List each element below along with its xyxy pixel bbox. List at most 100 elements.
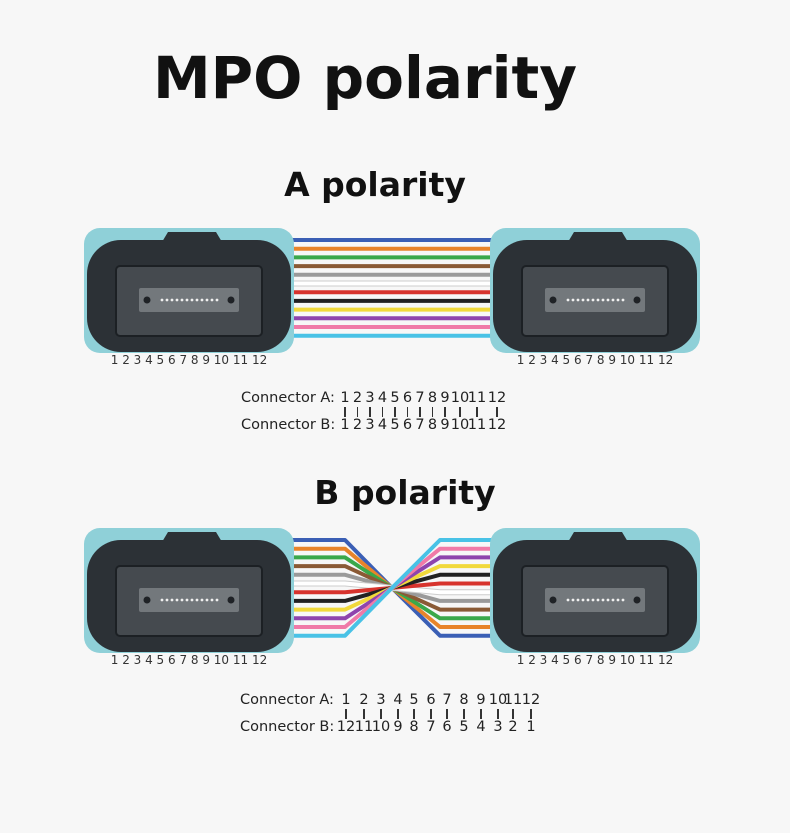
fiber-hole — [616, 598, 620, 602]
fiber-hole — [571, 598, 575, 602]
connector-a-label: Connector A: — [240, 692, 334, 708]
fiber-hole — [581, 598, 585, 602]
connector-b-pin: 4 — [476, 719, 486, 735]
fiber-hole — [606, 598, 610, 602]
pin-link-tick — [431, 407, 433, 417]
connector-b-pin: 12 — [487, 417, 507, 433]
a-polarity-cable-diagram: 1 2 3 4 5 6 7 8 9 10 11 12 1 2 3 4 5 6 7 … — [84, 228, 700, 367]
main-title: MPO polarity — [152, 44, 578, 112]
fiber-hole — [611, 598, 615, 602]
fiber-hole — [160, 598, 164, 602]
connector-b-pin: 11 — [467, 417, 487, 433]
pin-link-tick — [394, 407, 396, 417]
pin-link-tick — [463, 709, 465, 719]
fiber-hole — [180, 598, 184, 602]
connector-b-pin: 7 — [426, 719, 436, 735]
connector-b-pin: 10 — [371, 719, 391, 735]
pin-link-tick — [444, 407, 446, 417]
fiber-hole — [195, 298, 199, 302]
pin-link-tick — [459, 407, 461, 417]
connector-a-label: Connector A: — [241, 390, 335, 406]
fiber-hole — [185, 598, 189, 602]
pin-link-tick — [496, 407, 498, 417]
guide-hole — [143, 296, 151, 304]
connector-a-pin: 4 — [377, 390, 388, 406]
connector-a-pin: 7 — [442, 692, 452, 708]
fiber-hole — [190, 298, 194, 302]
fiber-bundle — [284, 538, 500, 638]
fiber-hole — [621, 598, 625, 602]
connector-pin-numbers: 1 2 3 4 5 6 7 8 9 10 11 12 — [111, 653, 267, 667]
pin-link-tick — [344, 407, 346, 417]
connector-b-pin: 2 — [352, 417, 363, 433]
fiber-hole — [601, 598, 605, 602]
ferrule — [139, 588, 239, 612]
pin-link-tick — [369, 407, 371, 417]
fiber-hole — [190, 598, 194, 602]
connector-b-pin: 6 — [402, 417, 413, 433]
pin-link-tick — [476, 407, 478, 417]
connector-b-pin: 5 — [459, 719, 469, 735]
ferrule — [139, 288, 239, 312]
connector-b-pin: 4 — [377, 417, 388, 433]
connector-a-pin: 12 — [487, 390, 507, 406]
connector-a-pin: 9 — [476, 692, 486, 708]
fiber-hole — [200, 298, 204, 302]
fiber-line — [284, 538, 500, 638]
fiber-hole — [175, 298, 179, 302]
fiber-hole — [591, 298, 595, 302]
connector-a-pin: 12 — [521, 692, 541, 708]
fiber-bundle — [284, 238, 500, 338]
fiber-hole — [601, 298, 605, 302]
connector-key — [568, 232, 628, 242]
connector-b-pin: 7 — [415, 417, 425, 433]
pin-link-tick — [397, 709, 399, 719]
fiber-hole — [566, 298, 570, 302]
fiber-hole — [586, 598, 590, 602]
connector-pin-numbers: 1 2 3 4 5 6 7 8 9 10 11 12 — [111, 353, 267, 367]
fiber-hole — [596, 298, 600, 302]
guide-hole — [633, 296, 641, 304]
connector-a-pin: 2 — [359, 692, 369, 708]
connector-b-pin: 10 — [450, 417, 470, 433]
connector-a-pin: 5 — [409, 692, 419, 708]
connector-b-label: Connector B: — [241, 417, 336, 433]
fiber-hole — [215, 598, 219, 602]
ferrule — [545, 288, 645, 312]
pin-link-tick — [480, 709, 482, 719]
fiber-hole — [170, 298, 174, 302]
fiber-hole — [175, 598, 179, 602]
connector-key — [162, 532, 222, 542]
pin-link-tick — [413, 709, 415, 719]
mpo-connector-right: 1 2 3 4 5 6 7 8 9 10 11 12 — [490, 228, 700, 367]
a-polarity-title: A polarity — [284, 165, 466, 204]
connector-a-pin: 3 — [376, 692, 386, 708]
connector-key — [162, 232, 222, 242]
mpo-connector-right: 1 2 3 4 5 6 7 8 9 10 11 12 — [490, 528, 700, 667]
fiber-hole — [210, 298, 214, 302]
fiber-hole — [591, 598, 595, 602]
guide-hole — [549, 596, 557, 604]
connector-key — [568, 532, 628, 542]
connector-a-pin: 11 — [503, 692, 523, 708]
fiber-hole — [611, 298, 615, 302]
connector-b-pin: 3 — [365, 417, 375, 433]
fiber-hole — [200, 598, 204, 602]
connector-a-pin: 8 — [459, 692, 469, 708]
pin-link-tick — [381, 407, 383, 417]
guide-hole — [227, 596, 235, 604]
pin-link-tick — [497, 709, 499, 719]
mpo-connector-left: 1 2 3 4 5 6 7 8 9 10 11 12 — [84, 528, 294, 667]
pin-link-tick — [380, 709, 382, 719]
guide-hole — [227, 296, 235, 304]
connector-b-pin: 12 — [336, 719, 356, 735]
connector-a-pin: 6 — [402, 390, 413, 406]
pin-link-tick — [430, 709, 432, 719]
fiber-hole — [170, 598, 174, 602]
connector-pin-numbers: 1 2 3 4 5 6 7 8 9 10 11 12 — [517, 353, 673, 367]
b-polarity-cable-diagram: 1 2 3 4 5 6 7 8 9 10 11 12 1 2 3 4 5 6 7 … — [84, 528, 700, 667]
guide-hole — [143, 596, 151, 604]
fiber-hole — [581, 298, 585, 302]
connector-a-pin: 5 — [390, 390, 400, 406]
